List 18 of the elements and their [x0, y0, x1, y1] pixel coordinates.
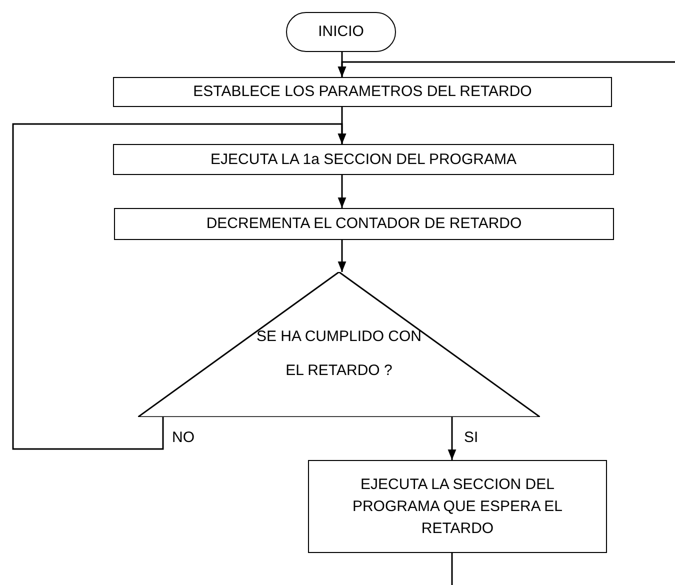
process-box	[308, 460, 607, 553]
start-terminal	[286, 12, 396, 52]
step-text: EJECUTA LA SECCION DEL PROGRAMA QUE ESPERA EL RETARDO	[351, 474, 564, 538]
flow-arrow	[338, 240, 346, 272]
edge-label: NO	[170, 430, 196, 445]
step-text: DECREMENTA EL CONTADOR DE RETARDO	[206, 214, 522, 234]
process-box	[113, 144, 614, 175]
process-box	[114, 208, 614, 240]
step-text: INICIO	[318, 22, 364, 42]
step-text: EJECUTA LA 1a SECCION DEL PROGRAMA	[210, 150, 516, 170]
flow-arrow	[338, 175, 346, 208]
flow-arrow	[448, 417, 456, 460]
process-box	[113, 77, 612, 107]
step-text: SE HA CUMPLIDO CON EL RETARDO ?	[255, 327, 423, 381]
flow-arrow	[338, 61, 675, 77]
flow-arrow	[12, 123, 346, 450]
step-text: ESTABLECE LOS PARAMETROS DEL RETARDO	[193, 82, 532, 102]
decision-triangle	[138, 272, 540, 417]
